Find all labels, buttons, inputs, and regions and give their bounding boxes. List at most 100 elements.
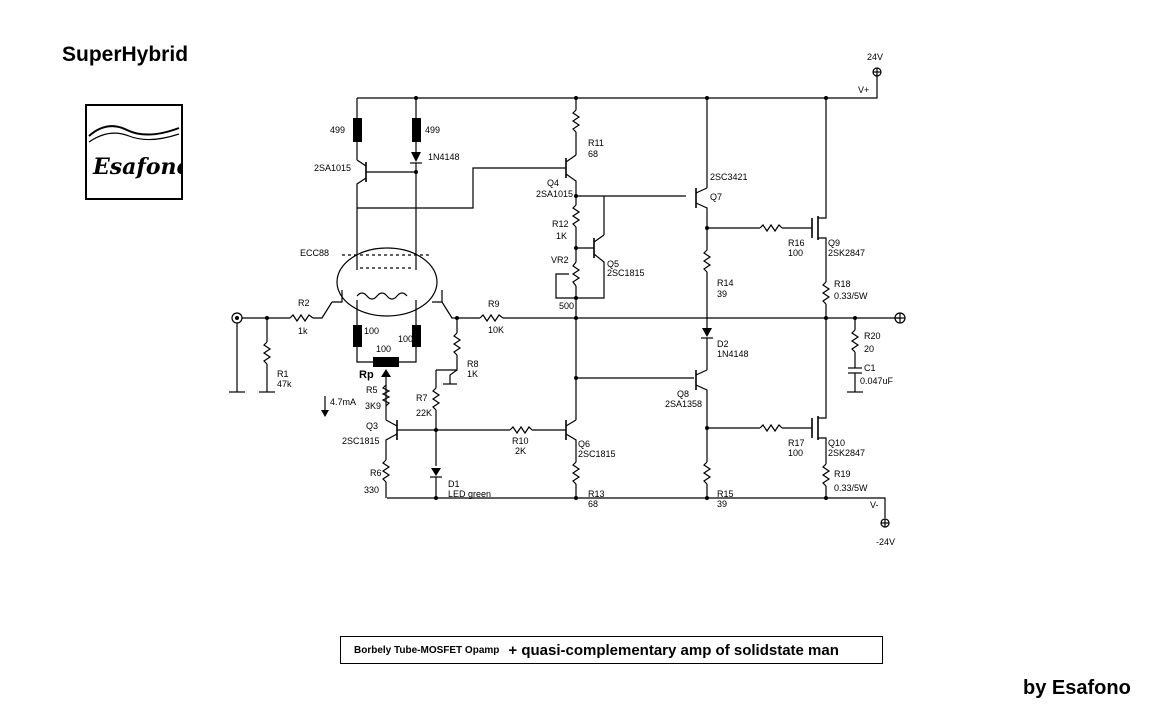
label-r5: R5: [366, 385, 378, 395]
resistor-r9: [479, 313, 504, 323]
label-d2: D2: [717, 339, 729, 349]
label-q9: Q9: [828, 238, 840, 248]
label-r13v: 68: [588, 499, 598, 509]
resistor-r8: [452, 332, 462, 356]
label-q5t: 2SC1815: [607, 268, 645, 278]
label-r100b: 100: [398, 334, 413, 344]
supply-pos-label: V+: [858, 85, 869, 95]
label-r12v: 1K: [556, 231, 567, 241]
label-q10: Q10: [828, 438, 845, 448]
positive-rail-wire: [357, 74, 878, 99]
resistor-r19: [821, 463, 831, 487]
label-q3t: 2SC1815: [342, 436, 380, 446]
resistor-499-left: [353, 118, 362, 142]
label-tube: ECC88: [300, 248, 329, 258]
resistor-r17: [759, 423, 783, 433]
label-r100c: 100: [376, 344, 391, 354]
label-r499a: 499: [330, 125, 345, 135]
resistor-r11: [571, 109, 581, 133]
supply-neg-voltage: -24V: [876, 537, 895, 547]
potentiometer-vr2: [571, 261, 581, 287]
negative-rail-wire: [387, 497, 886, 518]
label-q8t: 2SA1358: [665, 399, 702, 409]
svg-text:Esafono: Esafono: [92, 154, 181, 180]
label-r6: R6: [370, 468, 382, 478]
label-c1: C1: [864, 363, 876, 373]
resistor-r1: [262, 341, 272, 365]
label-current: 4.7mA: [330, 397, 356, 407]
label-r8: R8: [467, 359, 479, 369]
page-title: SuperHybrid: [62, 43, 189, 66]
label-r18v: 0.33/5W: [834, 291, 868, 301]
label-d-top: 1N4148: [428, 152, 460, 162]
label-r6v: 330: [364, 485, 379, 495]
label-r17: R17: [788, 438, 805, 448]
label-r2: R2: [298, 298, 310, 308]
diode-d2: [702, 328, 712, 337]
label-r499b: 499: [425, 125, 440, 135]
resistor-r16: [759, 223, 783, 233]
label-rp: Rp: [359, 369, 374, 381]
label-r15v: 39: [717, 499, 727, 509]
label-q4t: 2SA1015: [536, 189, 573, 199]
label-r100a: 100: [364, 326, 379, 336]
label-r12: R12: [552, 219, 569, 229]
label-vr2: VR2: [551, 255, 569, 265]
label-d1t: LED green: [448, 489, 491, 499]
label-r10: R10: [512, 436, 529, 446]
label-r13: R13: [588, 489, 605, 499]
ecc88-tube-envelope: [336, 247, 438, 317]
resistor-r10: [509, 425, 533, 435]
label-r20: R20: [864, 331, 881, 341]
label-r7: R7: [416, 393, 428, 403]
resistor-r6: [381, 459, 391, 483]
label-q7t: 2SC3421: [710, 172, 748, 182]
cathode-resistor-100-left: [353, 325, 362, 347]
label-d1: D1: [448, 479, 460, 489]
label-r11: R11: [588, 138, 604, 148]
label-r14: R14: [717, 278, 734, 288]
label-r15: R15: [717, 489, 734, 499]
label-q10t: 2SK2847: [828, 448, 865, 458]
label-r5v: 3K9: [365, 401, 381, 411]
label-r20v: 20: [864, 344, 874, 354]
label-q7: Q7: [710, 192, 722, 202]
label-r14v: 39: [717, 289, 727, 299]
label-q3: Q3: [366, 421, 378, 431]
label-r1: R1: [277, 369, 289, 379]
caption-part-a: Borbely Tube-MOSFET Opamp: [354, 644, 500, 656]
label-r7v: 22K: [416, 408, 432, 418]
resistor-r18: [821, 281, 831, 305]
label-r17v: 100: [788, 448, 803, 458]
resistor-r14: [702, 249, 712, 273]
esafono-logo: Esafono: [85, 104, 191, 200]
label-vr2v: 500: [559, 301, 574, 311]
cathode-resistor-100-right: [412, 325, 421, 347]
label-c1v: 0.047uF: [860, 376, 894, 386]
resistor-r15: [702, 461, 712, 485]
label-q4: Q4: [547, 178, 559, 188]
label-d2t: 1N4148: [717, 349, 749, 359]
label-q6t: 2SC1815: [578, 449, 616, 459]
diode-1n4148-top: [411, 152, 421, 162]
caption-part-b: + quasi-complementary amp of solidstate …: [508, 641, 839, 659]
label-q9t: 2SK2847: [828, 248, 865, 258]
label-r1v: 47k: [277, 379, 292, 389]
caption-box: Borbely Tube-MOSFET Opamp + quasi-comple…: [340, 636, 883, 664]
label-r11v: 68: [588, 149, 598, 159]
label-r9: R9: [488, 299, 500, 309]
resistor-r20: [850, 329, 860, 353]
label-q6: Q6: [578, 439, 590, 449]
label-q-top: 2SA1015: [314, 163, 351, 173]
resistor-r13: [571, 461, 581, 485]
led-green-d1: [431, 468, 441, 476]
resistor-499-right: [412, 118, 421, 142]
label-r16: R16: [788, 238, 805, 248]
resistor-r12: [571, 204, 581, 228]
resistor-r2: [289, 313, 314, 323]
label-r19v: 0.33/5W: [834, 483, 868, 493]
label-r10v: 2K: [515, 446, 526, 456]
label-r19: R19: [834, 469, 851, 479]
label-q8: Q8: [677, 389, 689, 399]
